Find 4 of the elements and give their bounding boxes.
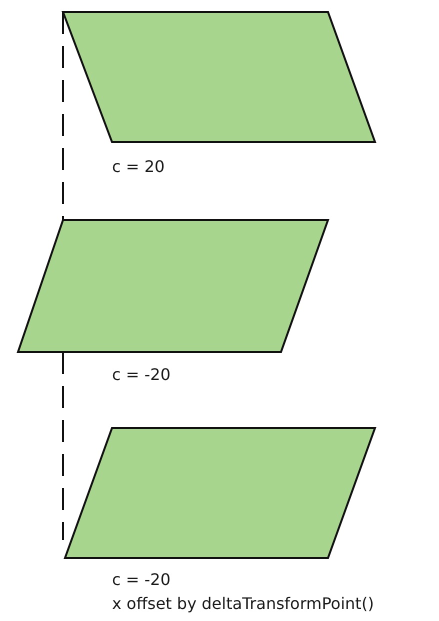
value-label: c = 20 bbox=[112, 156, 165, 178]
value-label: c = -20 bbox=[112, 569, 171, 591]
value-label: c = -20 bbox=[112, 364, 171, 386]
note-text: x offset by deltaTransformPoint() bbox=[112, 593, 374, 615]
